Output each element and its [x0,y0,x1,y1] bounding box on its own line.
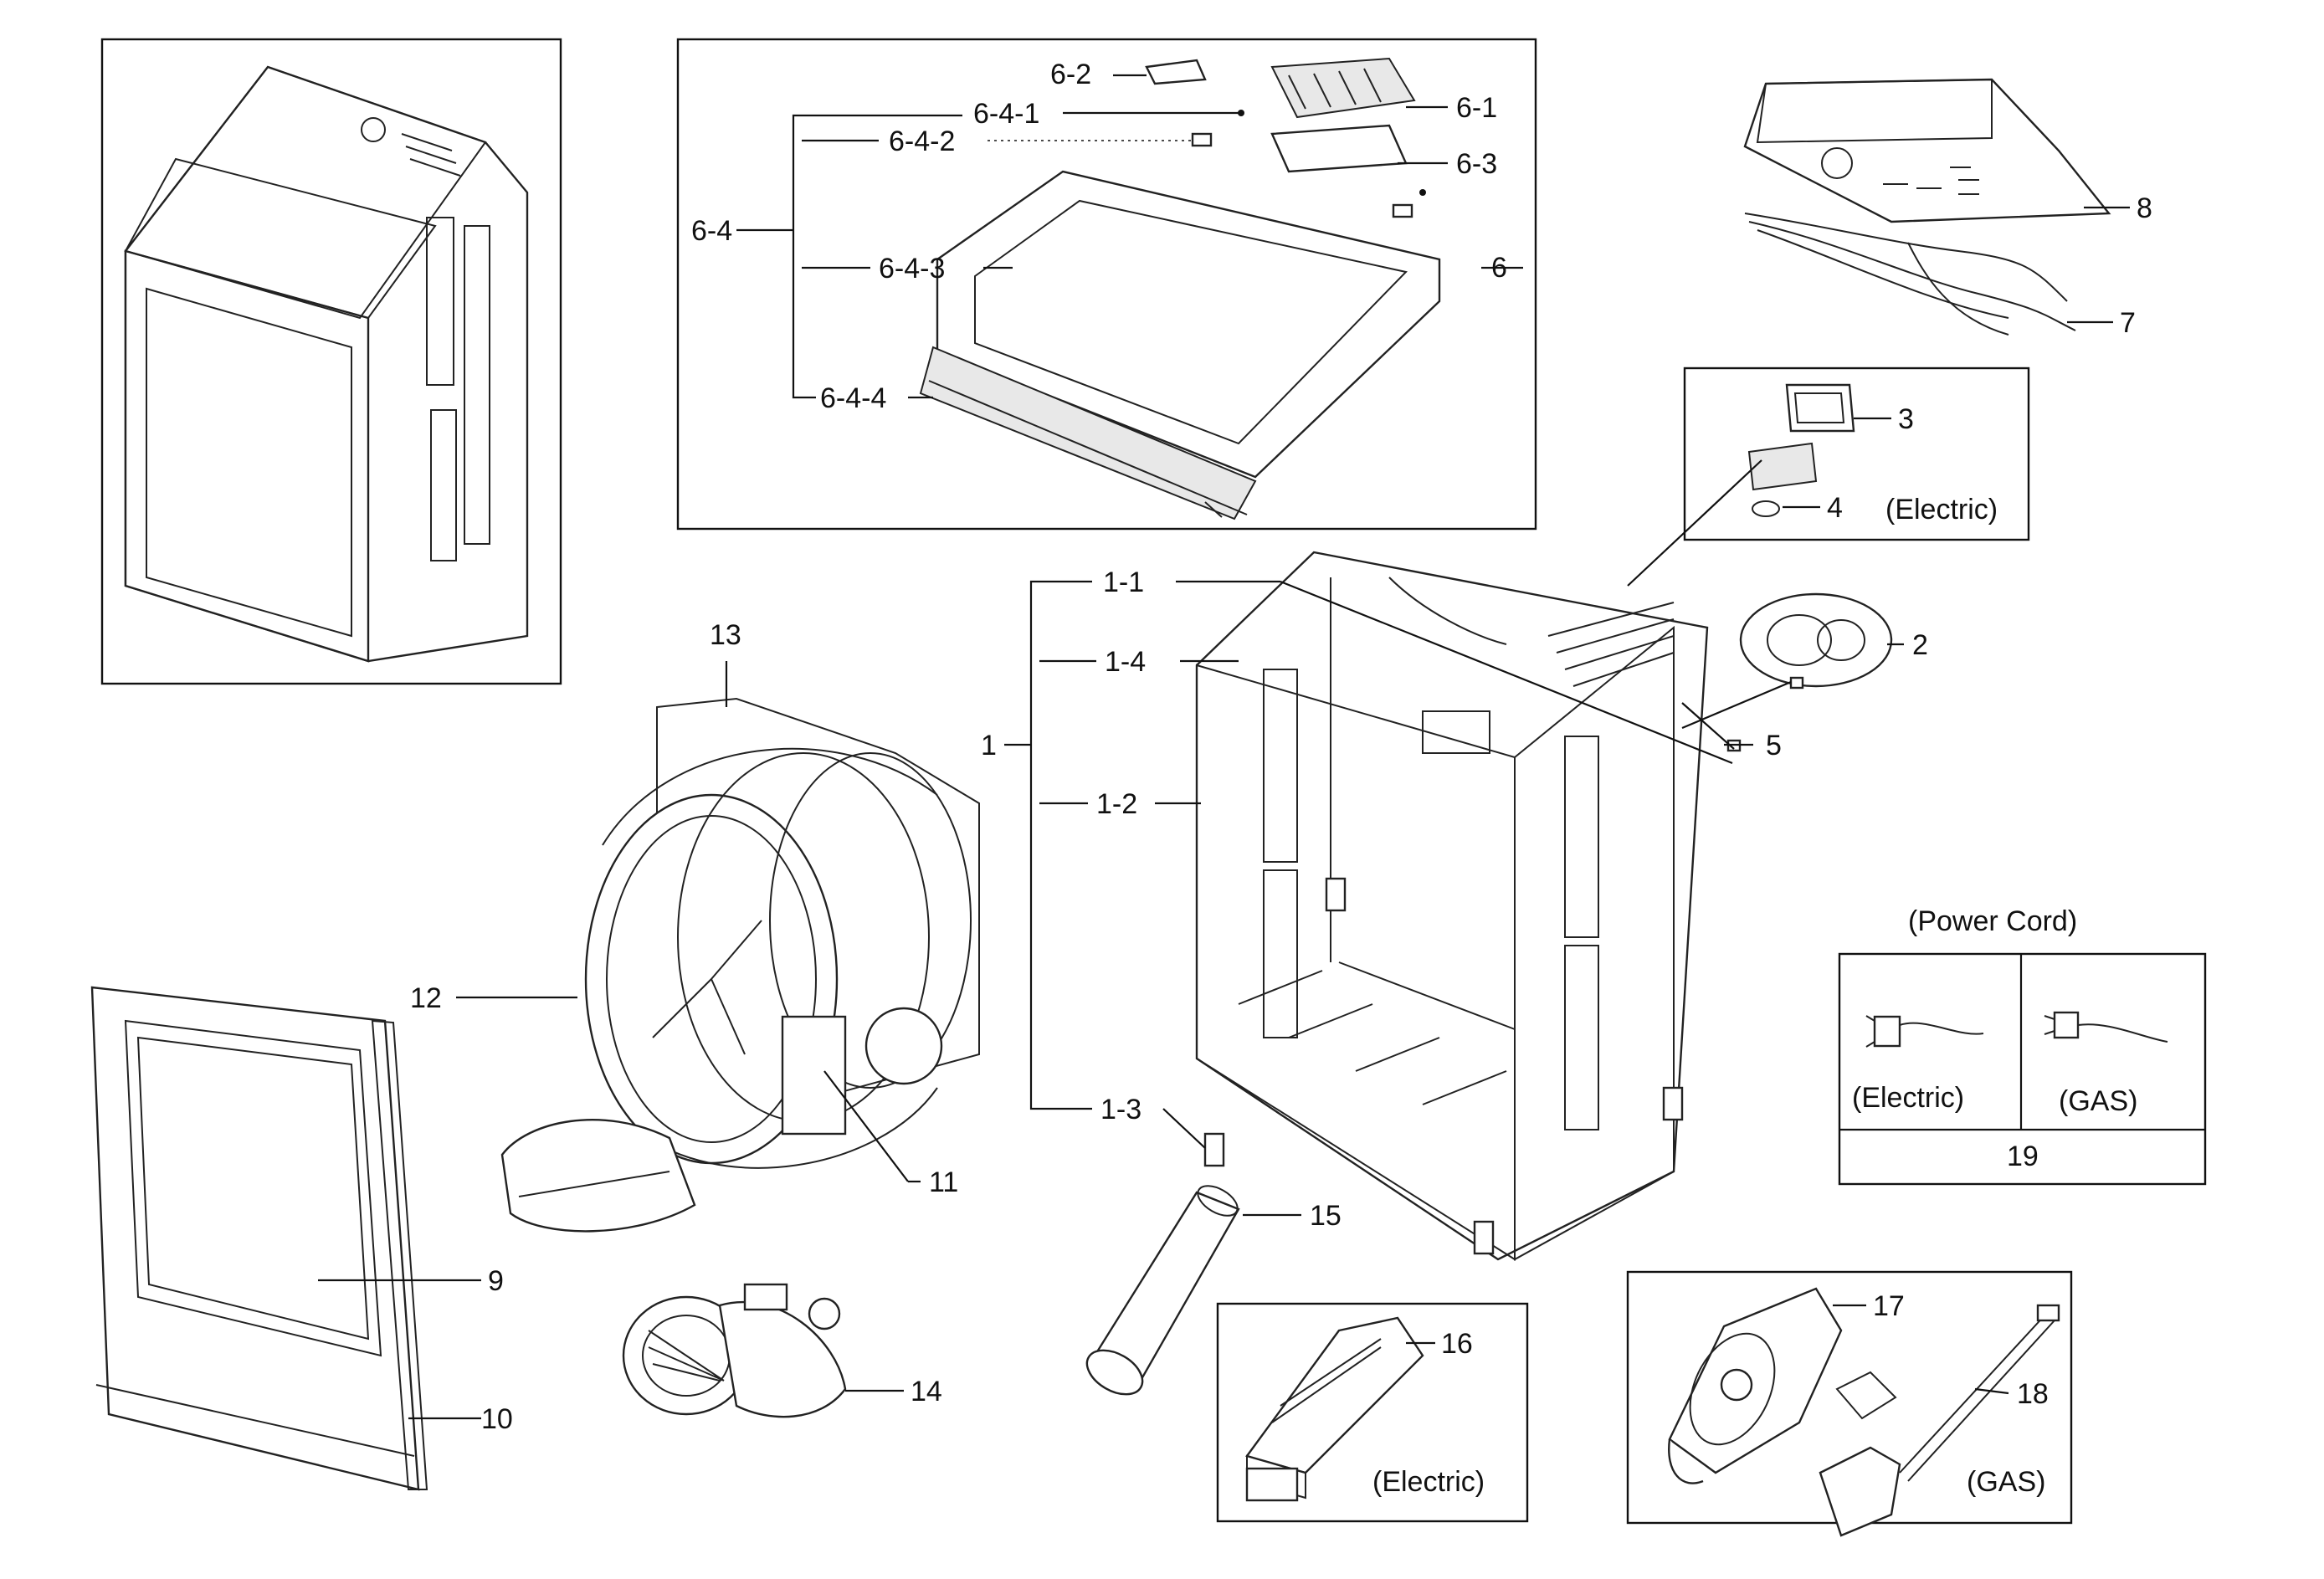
label-18: 18 [2017,1378,2049,1410]
label-6-4-3: 6-4-3 [879,253,945,285]
power-cord-gas-illustration [2044,1011,2168,1043]
label-10: 10 [481,1403,513,1435]
label-6-1: 6-1 [1456,92,1497,124]
label-7: 7 [2120,307,2136,339]
label-5: 5 [1766,730,1782,761]
label-13: 13 [710,619,741,651]
label-4: 4 [1827,492,1843,524]
electric-filter-box [1683,367,2030,541]
wire-harness-illustration [1744,213,2076,336]
filter-bracket-illustration [1747,383,1855,517]
complete-dryer-illustration [124,65,529,663]
gas-valve-illustration [1819,1304,2060,1537]
leader-lines [318,74,2130,1420]
label-2: 2 [1912,629,1928,661]
power-cord-electric-illustration [1865,1015,1984,1048]
drum-illustration [500,697,980,1233]
label-16: 16 [1441,1328,1473,1360]
caption-electric-filter: (Electric) [1885,494,1998,525]
control-panel-illustration [1743,78,2111,223]
front-panel-illustration [90,986,428,1491]
label-3: 3 [1898,403,1914,435]
caption-burner-gas: (GAS) [1967,1466,2045,1498]
rear-panel-illustration [1726,592,1893,752]
label-6-2: 6-2 [1050,59,1091,90]
caption-cord-electric: (Electric) [1852,1082,1964,1114]
complete-dryer-box [100,38,562,685]
label-1-4: 1-4 [1105,646,1146,678]
label-11: 11 [929,1166,958,1198]
label-1-2: 1-2 [1096,788,1137,820]
label-17: 17 [1873,1290,1905,1322]
label-12: 12 [410,982,442,1014]
electric-heater-box [1216,1302,1529,1523]
label-6-4-4: 6-4-4 [820,382,886,414]
caption-cord-gas: (GAS) [2059,1085,2137,1117]
top-cover-illustration [919,170,1441,520]
label-14: 14 [911,1376,942,1407]
caption-heater-electric: (Electric) [1372,1466,1485,1498]
caption-power-cord: (Power Cord) [1908,905,2077,937]
filter-housing-illustration [1145,57,1426,218]
blower-illustration [622,1283,847,1418]
exhaust-duct-illustration [1085,1185,1240,1396]
heater-illustration [1245,1316,1424,1502]
label-8: 8 [2137,192,2152,224]
label-1-1: 1-1 [1103,566,1144,598]
burner-illustration [1668,1287,1843,1484]
power-cord-box [1838,952,2207,1186]
label-1-3: 1-3 [1100,1094,1141,1125]
part-labels: 6 6-4 6-4-1 6-4-2 6-4-3 6-4-4 6-2 6-1 6-… [410,59,2152,1498]
label-6: 6 [1491,252,1507,284]
label-15: 15 [1310,1200,1342,1232]
label-9: 9 [488,1265,504,1297]
label-6-4: 6-4 [691,215,732,247]
cabinet-illustration [1195,551,1709,1261]
label-6-4-1: 6-4-1 [973,98,1039,130]
label-1: 1 [981,730,997,761]
label-6-3: 6-3 [1456,148,1497,180]
label-19: 19 [2007,1141,2039,1172]
label-6-4-2: 6-4-2 [889,126,955,157]
top-panel-box [676,38,1537,531]
